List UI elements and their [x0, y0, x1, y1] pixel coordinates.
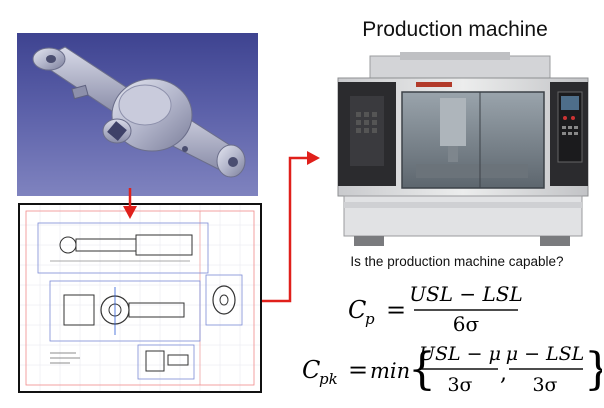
- cpk-frac1-numerator: USL − μ: [419, 343, 501, 365]
- cpk-comma: ,: [500, 361, 507, 386]
- 3d-part-icon: [32, 46, 246, 178]
- cnc-machine-icon: [337, 52, 589, 246]
- cad-model-panel: [17, 33, 258, 196]
- cpk-formula: C pk = min { USL − μ 3σ , μ − LSL 3σ }: [302, 343, 602, 396]
- cpk-equals: =: [348, 356, 368, 384]
- cpk-min: min: [370, 359, 410, 383]
- cp-equals: =: [386, 296, 406, 324]
- arrow-drawing-to-machine: [262, 151, 320, 303]
- cpk-frac2-numerator: μ − LSL: [506, 343, 585, 365]
- cpk-frac2-denominator: 3σ: [532, 374, 557, 396]
- engineering-drawing-icon: [20, 205, 260, 391]
- page-title: Production machine: [362, 18, 548, 41]
- production-machine: [330, 52, 592, 250]
- cpk-frac1-denominator: 3σ: [447, 374, 472, 396]
- capability-question: Is the production machine capable?: [350, 254, 564, 269]
- technical-drawing-panel: [18, 203, 262, 393]
- cp-denominator: 6σ: [453, 312, 480, 336]
- cpk-symbol: C: [302, 356, 320, 384]
- cpk-subscript: pk: [319, 370, 338, 388]
- cpk-right-brace: }: [584, 344, 602, 395]
- cp-numerator: USL − LSL: [409, 282, 523, 306]
- cp-subscript: p: [365, 310, 375, 328]
- cp-formula: C p = USL − LSL 6σ: [348, 282, 523, 336]
- cp-symbol: C: [348, 296, 366, 324]
